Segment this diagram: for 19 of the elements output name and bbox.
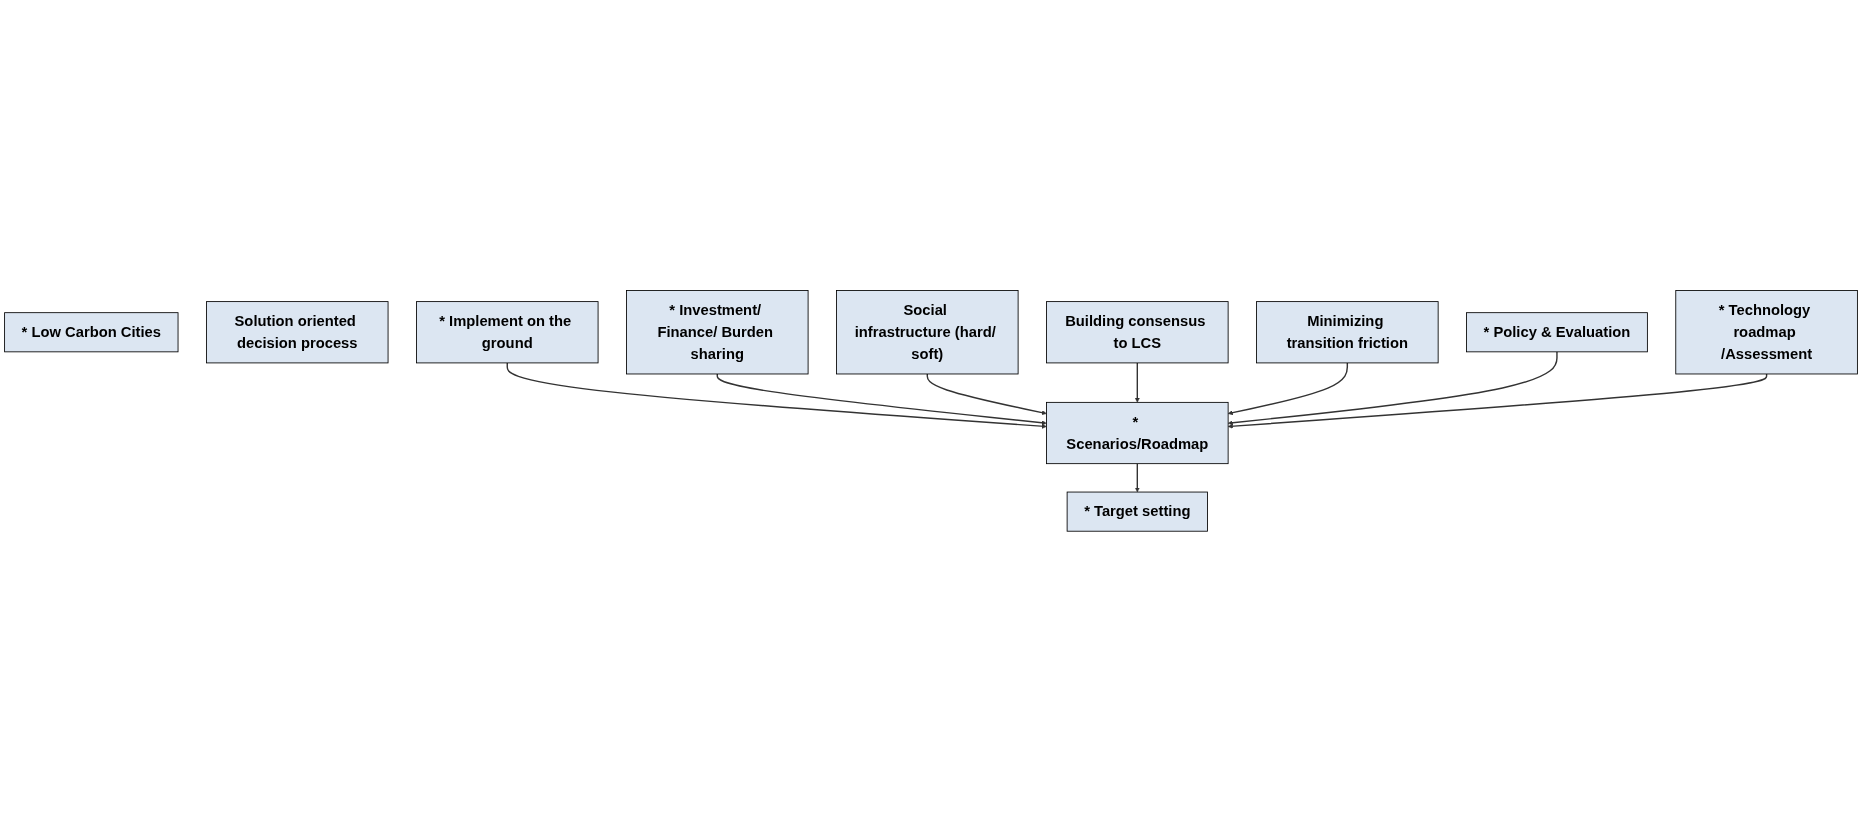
arrow xyxy=(1227,361,1349,415)
arrow xyxy=(1227,372,1768,429)
node-box: Minimizing transition friction xyxy=(1256,300,1439,363)
arrow xyxy=(1134,361,1140,403)
arrow xyxy=(716,372,1047,425)
arrow xyxy=(926,372,1047,415)
node-box: * Target setting xyxy=(1066,491,1208,532)
node-box: Solution oriented decision process xyxy=(206,300,389,363)
arrow xyxy=(506,361,1047,429)
node-box: * Low Carbon Cities xyxy=(4,311,179,352)
arrow xyxy=(1227,350,1558,425)
node-box: * Investment/ Finance/ Burden sharing xyxy=(626,289,809,375)
node-box: * Scenarios/Roadmap xyxy=(1046,401,1229,464)
node-box: * Technology roadmap /Assessment xyxy=(1675,289,1858,375)
arrow xyxy=(1134,462,1140,492)
node-box: * Policy & Evaluation xyxy=(1466,311,1648,352)
node-box: * Implement on the ground xyxy=(416,300,599,363)
node-box: Building consensus to LCS xyxy=(1046,300,1229,363)
node-box: Social infrastructure (hard/ soft) xyxy=(836,289,1019,375)
